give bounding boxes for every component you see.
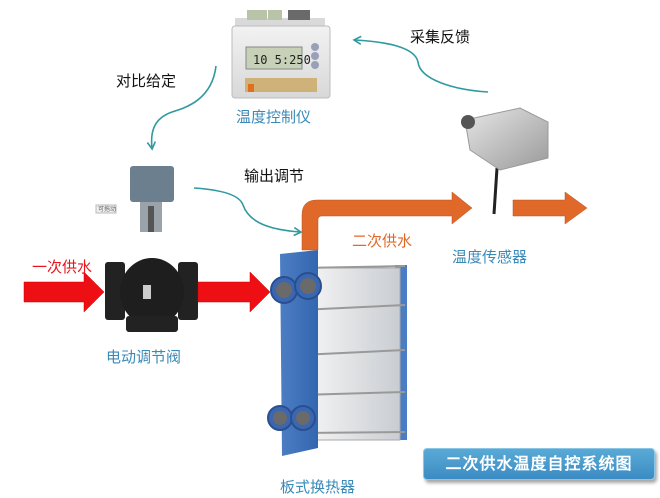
valve-label: 电动调节阀	[106, 348, 182, 366]
secondary-supply-label: 二次供水	[352, 232, 413, 250]
output-adjust-label: 输出调节	[244, 167, 305, 185]
collect-feedback-curve	[352, 35, 489, 93]
primary-supply-label: 一次供水	[32, 258, 93, 276]
controller-lcd-reading: 10 5:250	[253, 53, 311, 67]
secondary-supply-pipe	[301, 191, 473, 251]
compare-setpoint-curve	[146, 65, 217, 151]
secondary-supply-arrow-out	[512, 191, 588, 225]
primary-supply-arrow-in	[23, 271, 105, 313]
plate-heat-exchanger-device	[267, 250, 407, 456]
sensor-label: 温度传感器	[452, 248, 528, 266]
output-adjust-curve	[193, 187, 303, 237]
collect-feedback-label: 采集反馈	[410, 28, 471, 46]
compare-setpoint-label: 对比给定	[116, 72, 177, 90]
valve-tag: 可拖动	[98, 206, 117, 213]
primary-supply-arrow-out	[197, 271, 271, 313]
exchanger-label: 板式换热器	[280, 478, 356, 496]
controller-label: 温度控制仪	[236, 108, 312, 126]
temperature-sensor-device	[461, 107, 549, 215]
temperature-controller-device: 10 5:250	[231, 10, 331, 99]
electric-control-valve-device	[95, 166, 198, 332]
diagram-title: 二次供水温度自控系统图	[423, 448, 655, 480]
